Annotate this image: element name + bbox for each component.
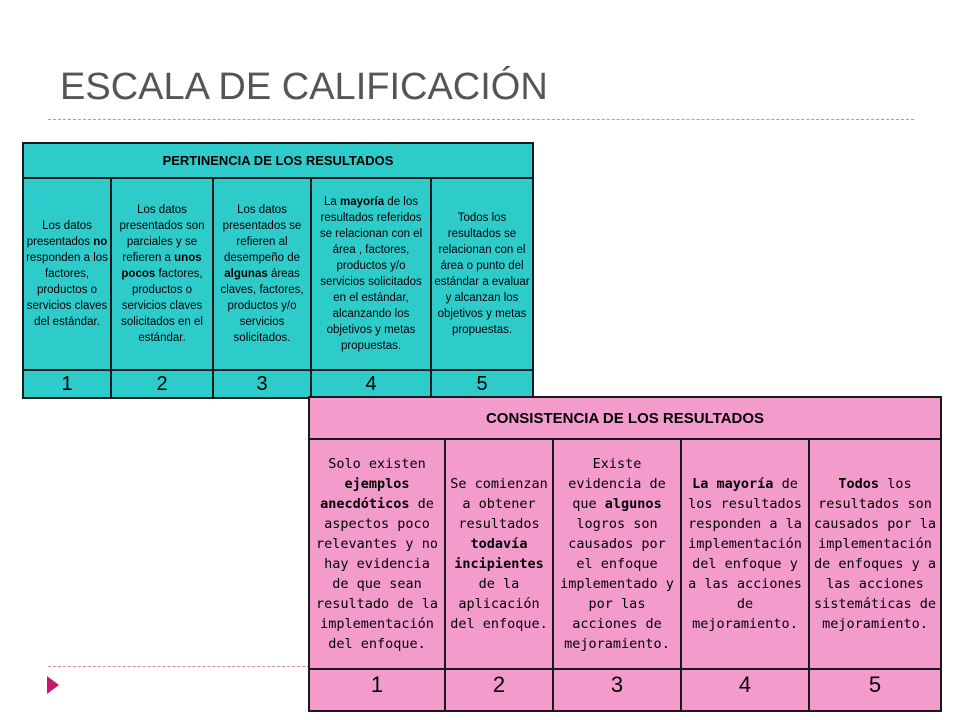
- consistencia-header: CONSISTENCIA DE LOS RESULTADOS: [307, 396, 943, 440]
- pertinencia-score-5: 5: [429, 369, 535, 399]
- title-divider: [48, 119, 914, 120]
- pertinencia-score-4: 4: [310, 369, 432, 399]
- consistencia-level-1: Solo existen ejemplos anecdóticos de asp…: [308, 438, 446, 670]
- consistencia-score-2: 2: [444, 668, 554, 712]
- consistencia-table: CONSISTENCIA DE LOS RESULTADOS Solo exis…: [307, 396, 943, 712]
- pertinencia-level-5: Todos los resultados se relacionan con e…: [429, 177, 535, 371]
- pertinencia-score-3: 3: [212, 369, 312, 399]
- pertinencia-score-2: 2: [110, 369, 214, 399]
- consistencia-score-1: 1: [308, 668, 446, 712]
- emphasis-text: Todos: [838, 476, 880, 492]
- triangle-arrow-right-icon: [47, 676, 59, 694]
- pertinencia-table: PERTINENCIA DE LOS RESULTADOS Los datos …: [21, 142, 535, 399]
- pertinencia-score-1: 1: [22, 369, 112, 399]
- consistencia-level-4: La mayoría de los resultados responden a…: [680, 438, 810, 670]
- emphasis-text: todavía incipientes: [454, 536, 544, 572]
- consistencia-score-3: 3: [552, 668, 682, 712]
- pertinencia-level-4: La mayoría de los resultados referidos s…: [310, 177, 432, 371]
- pertinencia-level-1: Los datos presentados no responden a los…: [22, 177, 112, 371]
- emphasis-text: unos pocos: [121, 252, 202, 280]
- emphasis-text: no: [93, 236, 108, 248]
- pertinencia-level-2: Los datos presentados son parciales y se…: [110, 177, 214, 371]
- emphasis-text: ejemplos anecdóticos: [320, 476, 410, 512]
- slide-title: ESCALA DE CALIFICACIÓN: [60, 66, 548, 108]
- pertinencia-level-3: Los datos presentados se refieren al des…: [212, 177, 312, 371]
- emphasis-text: algunas: [224, 268, 268, 280]
- footer-divider: [48, 666, 310, 667]
- consistencia-level-3: Existe evidencia de que algunos logros s…: [552, 438, 682, 670]
- emphasis-text: algunos: [604, 496, 662, 512]
- emphasis-text: La mayoría: [692, 476, 774, 492]
- emphasis-text: mayoría: [340, 196, 385, 208]
- consistencia-level-2: Se comienzan a obtener resultados todaví…: [444, 438, 554, 670]
- consistencia-level-5: Todos los resultados son causados por la…: [807, 438, 943, 670]
- consistencia-score-5: 5: [807, 668, 943, 712]
- pertinencia-header: PERTINENCIA DE LOS RESULTADOS: [21, 142, 535, 179]
- consistencia-score-4: 4: [680, 668, 810, 712]
